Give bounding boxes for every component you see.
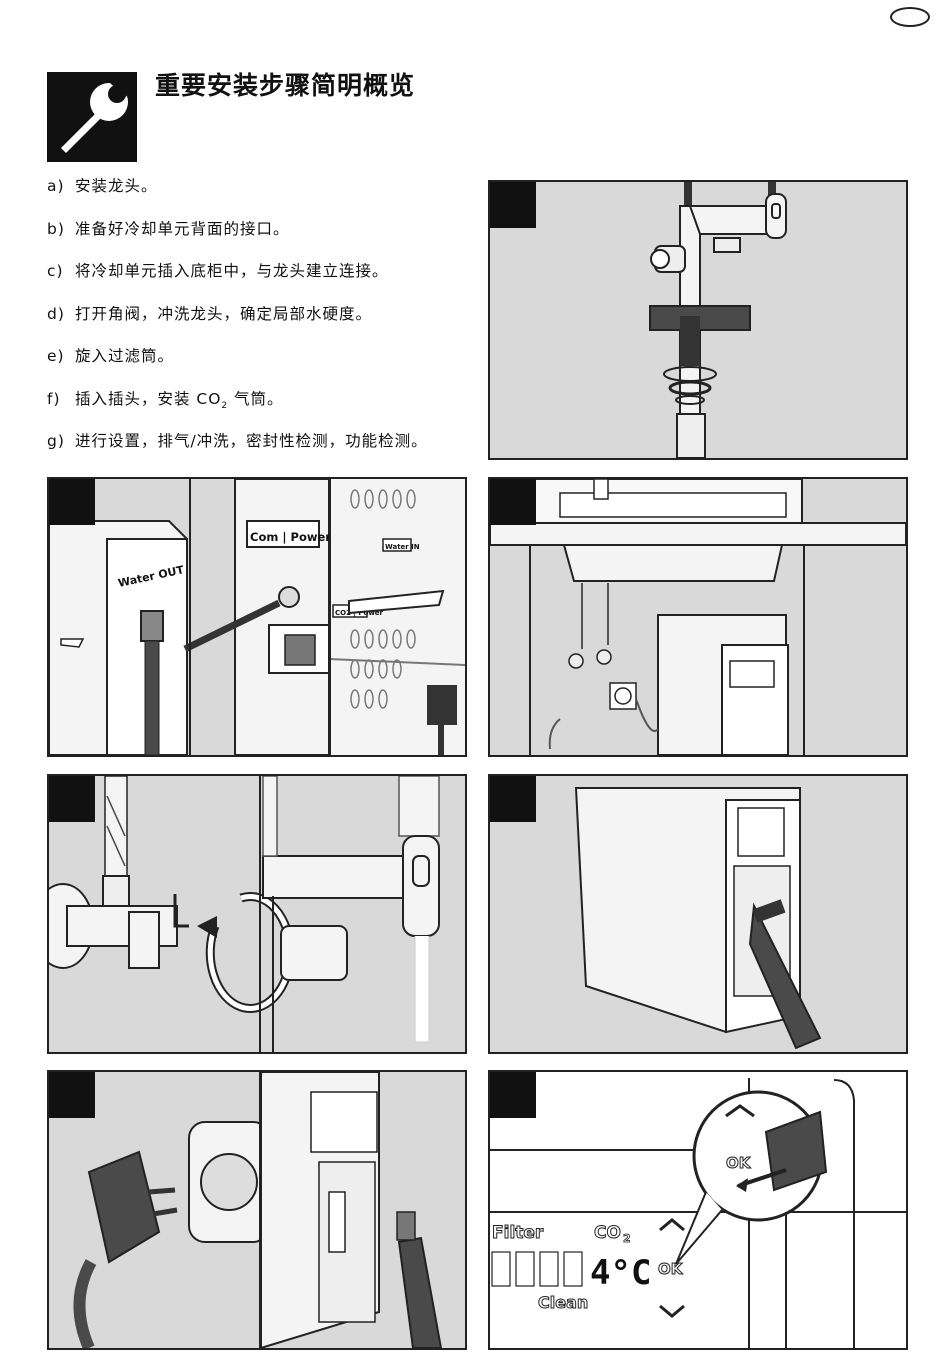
step-marker-d xyxy=(49,776,95,822)
illustration-panel-e xyxy=(488,774,908,1054)
co2-label: CO xyxy=(594,1223,621,1243)
temperature-readout: 4°C xyxy=(590,1253,651,1293)
step-marker-f xyxy=(49,1072,95,1118)
step-list: a) 安装龙头。 b) 准备好冷却单元背面的接口。 c) 将冷却单元插入底柜中，… xyxy=(47,176,477,474)
step-e: e) 旋入过滤筒。 xyxy=(47,346,477,389)
illustration-panel-c xyxy=(488,477,908,757)
illustration-panel-b: Water OUT Com | Power Water IN CO2 | Pow… xyxy=(47,477,467,757)
illustration-panel-g: Filter CO 2 4°C Clean OK OK xyxy=(488,1070,908,1350)
page-title: 重要安装步骤简明概览 xyxy=(155,66,415,102)
step-marker-e xyxy=(490,776,536,822)
step-marker-c xyxy=(490,479,536,525)
illustration-panel-f xyxy=(47,1070,467,1350)
ok-zoom-label: OK xyxy=(726,1154,752,1172)
step-marker-a xyxy=(490,182,536,228)
step-marker-g xyxy=(490,1072,536,1118)
step-b: b) 准备好冷却单元背面的接口。 xyxy=(47,219,477,262)
step-d: d) 打开角阀，冲洗龙头，确定局部水硬度。 xyxy=(47,304,477,347)
illustration-panel-a xyxy=(488,180,908,460)
filter-label: Filter xyxy=(492,1223,544,1243)
step-marker-b xyxy=(49,479,95,525)
step-a: a) 安装龙头。 xyxy=(47,176,477,219)
page-oval-icon xyxy=(890,7,930,27)
co2-subscript: 2 xyxy=(623,1232,631,1245)
com-power-label: Com | Power xyxy=(250,530,331,544)
step-c: c) 将冷却单元插入底柜中，与龙头建立连接。 xyxy=(47,261,477,304)
wrench-icon xyxy=(47,72,137,162)
step-f: f) 插入插头，安装 CO2 气筒。 xyxy=(47,389,477,432)
water-in-label: Water IN xyxy=(385,543,420,551)
illustration-panel-d xyxy=(47,774,467,1054)
clean-label: Clean xyxy=(538,1293,588,1312)
step-g: g) 进行设置，排气/冲洗，密封性检测，功能检测。 xyxy=(47,431,477,474)
ok-button-label: OK xyxy=(658,1260,684,1278)
